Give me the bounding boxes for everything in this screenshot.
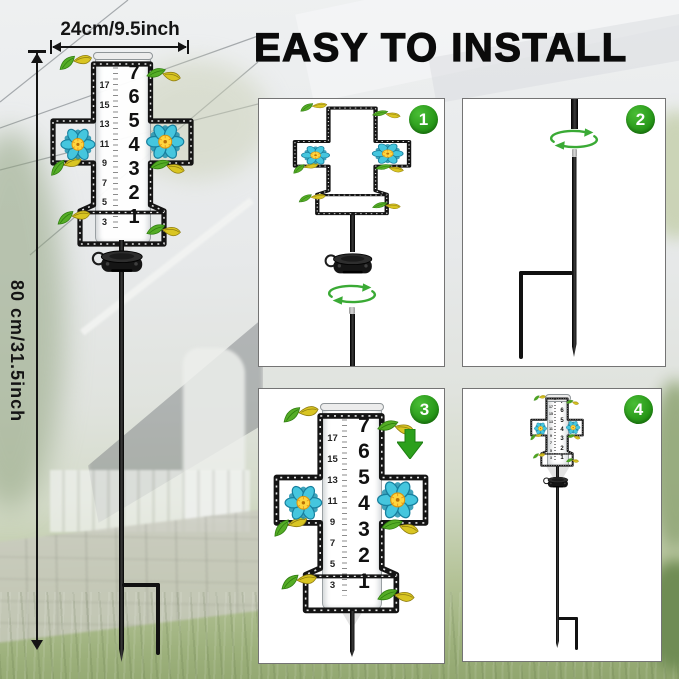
gauge-inch-number: 5: [560, 417, 564, 424]
step-1-badge: 1: [409, 105, 438, 134]
gauge-cm-scale: 17 15 13 11 9 7 5 3: [323, 405, 342, 609]
step-panel-1: 1: [258, 98, 445, 367]
rotate-icon: [327, 282, 377, 306]
rod-connector: [349, 307, 355, 314]
down-arrow-icon: [397, 429, 423, 459]
gauge-inch-number: 7: [358, 414, 370, 437]
solar-light-unit: [543, 476, 569, 488]
ground-fork-bar: [519, 271, 573, 275]
rotate-icon: [549, 127, 599, 151]
gauge-inch-number: 1: [560, 454, 564, 461]
stake-rod: [572, 157, 577, 357]
gauge-inch-scale: 7 6 5 4 3 2 1: [347, 405, 381, 609]
ground-fork-prong: [575, 617, 578, 650]
page-title: EASY TO INSTALL: [253, 25, 628, 70]
step-panel-4: 4 17 15 13 11 9 7 5 3 7 6 5 4 3 2 1: [462, 388, 662, 662]
gauge-inch-number: 1: [358, 570, 370, 593]
lower-stake-rod: [349, 314, 355, 366]
gauge-inch-number: 5: [358, 466, 370, 489]
gauge-cm-number: 5: [550, 448, 552, 453]
gauge-inch-number: 6: [358, 440, 370, 463]
stake-pole: [556, 466, 560, 648]
main-ground-fork-prong: [156, 583, 160, 655]
gauge-cm-number: 13: [549, 419, 553, 424]
gauge-cm-number: 9: [550, 434, 552, 439]
solar-light-unit: [324, 252, 373, 275]
gauge-inch-number: 4: [560, 426, 564, 433]
step-3-badge: 3: [410, 395, 439, 424]
solar-light-unit: [91, 249, 144, 273]
gauge-cm-number: 9: [329, 517, 336, 528]
gauge-cm-number: 3: [550, 455, 552, 460]
gauge-inch-number: 3: [560, 436, 564, 443]
upper-rod: [570, 99, 578, 129]
rod-connector: [571, 149, 577, 157]
ground-fork-bar: [558, 617, 578, 620]
gauge-cm-number: 7: [329, 538, 336, 549]
width-dimension-label: 24cm/9.5inch: [60, 19, 180, 40]
cross-frame-with-flowers: [290, 101, 414, 233]
gauge-tick-marks: [342, 414, 347, 596]
step-panel-2: 2: [462, 98, 666, 367]
gauge-cm-number: 7: [550, 441, 552, 446]
step-4-badge: 4: [624, 395, 653, 424]
gauge-cm-number: 11: [327, 496, 338, 507]
height-dimension-label: 80 cm/31.5inch: [7, 280, 27, 423]
gauge-inch-number: 2: [358, 544, 370, 567]
gauge-cm-number: 15: [327, 454, 338, 465]
cross-with-gauge: 17 15 13 11 9 7 5 3 7 6 5 4 3 2 1: [270, 403, 432, 646]
step-panel-3: 3 17 15 13 11 9 7 5 3 7 6 5 4 3 2 1: [258, 388, 445, 664]
upper-rod: [349, 212, 355, 252]
gauge-inch-number: 2: [560, 445, 564, 452]
gauge-inch-number: 3: [358, 518, 370, 541]
assembled-product-mini: 17 15 13 11 9 7 5 3 7 6 5 4 3 2 1: [529, 394, 585, 478]
gauge-inch-number: 7: [560, 399, 564, 405]
ground-fork-prong: [519, 271, 523, 359]
gauge-inch-number: 6: [560, 408, 564, 415]
gauge-inch-number: 4: [358, 492, 370, 515]
stake-stub: [350, 611, 355, 657]
step-2-badge: 2: [626, 105, 655, 134]
gauge-cm-number: 5: [329, 559, 336, 570]
gauge-cm-number: 13: [327, 475, 338, 486]
gauge-cm-scale: 17 15 13 11 9 7 5 3: [548, 396, 554, 466]
gauge-cm-number: 11: [549, 426, 553, 431]
cross-frame-with-flowers: [529, 394, 585, 478]
gauge-cm-number: 3: [329, 580, 336, 591]
gauge-cm-number: 17: [327, 433, 338, 444]
main-ground-fork-bar: [122, 583, 160, 587]
gauge-tick-marks: [554, 399, 556, 461]
main-stake-pole: [119, 240, 124, 662]
gauge-cm-number: 15: [549, 412, 553, 417]
gauge-inch-scale: 7 6 5 4 3 2 1: [556, 396, 568, 466]
gauge-cm-number: 17: [549, 405, 553, 409]
height-dimension-arrow: [28, 50, 46, 650]
